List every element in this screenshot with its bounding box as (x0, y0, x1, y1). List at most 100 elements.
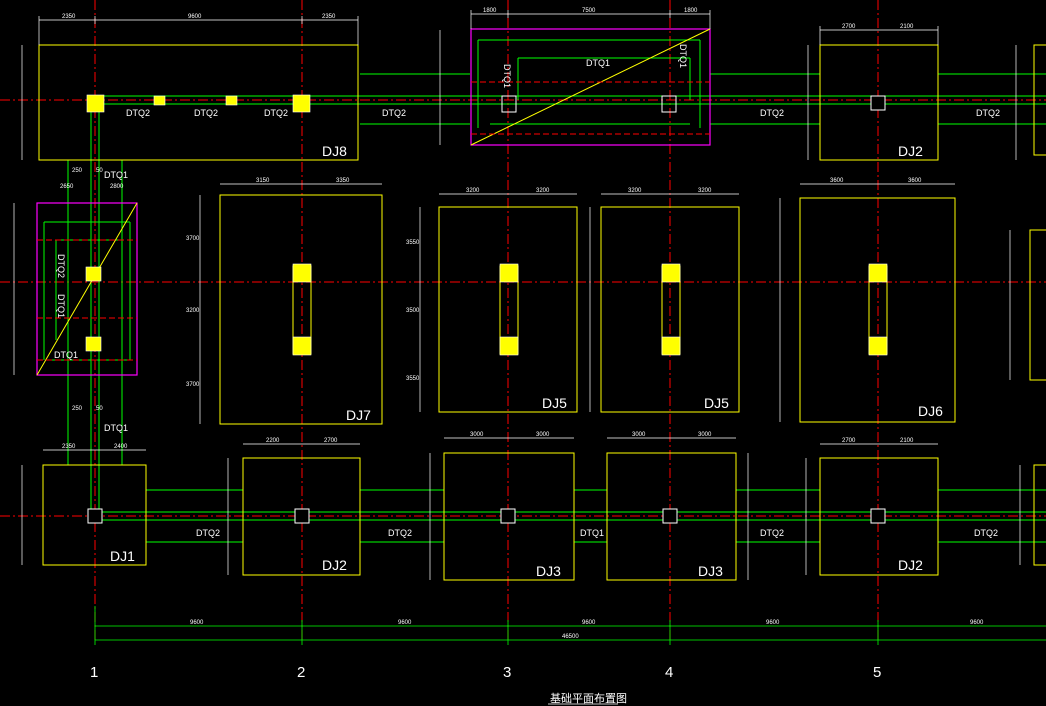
tag-dj7: DJ7 (346, 407, 371, 423)
footing-dj1 (42, 464, 147, 566)
footing-dj5-a (438, 206, 578, 413)
axis-number-2: 2 (297, 664, 305, 681)
mid-height-dimensions: 3700 3200 3700 3550 3500 3550 (186, 236, 420, 388)
axis-number-4: 4 (665, 664, 673, 681)
dim-left-5: 50 (96, 406, 103, 412)
dim-span-2: 9600 (582, 620, 596, 626)
beam-top-b: DTQ2 (194, 108, 218, 118)
dim-bot-3: 2700 (324, 438, 338, 444)
axis-span-dimensions: 9600 9600 9600 9600 9600 46500 (190, 620, 984, 640)
top-dimensions: 2350 9600 2350 1800 7500 1800 2700 2100 (62, 8, 914, 30)
tag-dj1: DJ1 (110, 548, 135, 564)
beam-left-2: DTQ2 (56, 254, 66, 278)
dim-left-0: 2650 (60, 184, 74, 190)
tag-dj2-b2: DJ2 (898, 557, 923, 573)
footing-dj8 (38, 44, 359, 161)
tag-dj6: DJ6 (918, 403, 943, 419)
dim-midh-5: 3550 (406, 376, 420, 382)
tag-dj3-a: DJ3 (536, 563, 561, 579)
beam-lines (43, 39, 1046, 543)
column-1-c (225, 95, 238, 106)
dim-top-3: 1800 (483, 8, 497, 14)
footings (38, 44, 1046, 581)
dim-midh-1: 3200 (186, 308, 200, 314)
dim-bot-7: 3000 (698, 432, 712, 438)
beam-bot-5: DTQ2 (974, 528, 998, 538)
axis-numbers: 1 2 3 4 5 (90, 664, 881, 681)
tag-dj2-b1: DJ2 (322, 557, 347, 573)
dim-left-4: 250 (72, 406, 83, 412)
dim-span-4: 9600 (970, 620, 984, 626)
footing-dj3-b (606, 452, 737, 581)
drawing-title: 基础平面布置图 (550, 692, 627, 705)
tag-dj5-a: DJ5 (542, 395, 567, 411)
dim-bot-2: 2200 (266, 438, 280, 444)
dim-midh-0: 3700 (186, 236, 200, 242)
footing-dj5-b (600, 206, 740, 413)
beam-left-4: DTQ1 (54, 350, 78, 360)
beam-tags: DTQ2 DTQ2 DTQ2 DTQ2 DTQ2 DTQ2 DTQ1 DTQ1 … (54, 44, 1000, 538)
dim-mid-1: 3350 (336, 178, 350, 184)
tag-dj5-b: DJ5 (704, 395, 729, 411)
dimension-lines (13, 10, 1021, 580)
beam-top-c: DTQ2 (264, 108, 288, 118)
beam-top-a: DTQ2 (126, 108, 150, 118)
column-2-a (292, 94, 311, 113)
dim-mid-6: 3600 (830, 178, 844, 184)
dim-bot-1: 2400 (114, 444, 128, 450)
bottom-footing-dimensions: 2350 2400 2200 2700 3000 3000 3000 3000 … (62, 432, 914, 450)
columns (85, 94, 888, 356)
beam-bot-3: DTQ1 (580, 528, 604, 538)
column-1-a (86, 94, 105, 113)
beam-bot-1: DTQ2 (196, 528, 220, 538)
footing-dj3-a (443, 452, 575, 581)
dim-span-0: 9600 (190, 620, 204, 626)
mid-dimensions: 3150 3350 3200 3200 3200 3200 3600 3600 (256, 178, 922, 194)
dim-mid-7: 3600 (908, 178, 922, 184)
dim-top-1: 9600 (188, 14, 202, 20)
dim-mid-2: 3200 (466, 188, 480, 194)
column-squares (87, 95, 886, 524)
dim-top-5: 1800 (684, 8, 698, 14)
dim-span-3: 9600 (766, 620, 780, 626)
beam-left-5: DTQ1 (104, 423, 128, 433)
tag-dj2-top: DJ2 (898, 143, 923, 159)
beam-top-f: DTQ2 (976, 108, 1000, 118)
beam-bot-4: DTQ2 (760, 528, 784, 538)
dim-midh-2: 3700 (186, 382, 200, 388)
dim-top-7: 2100 (900, 24, 914, 30)
footing-dj2-top (819, 44, 939, 161)
beam-top-d: DTQ2 (382, 108, 406, 118)
dim-midh-4: 3500 (406, 308, 420, 314)
dim-left-1: 2800 (110, 184, 124, 190)
dim-mid-3: 3200 (536, 188, 550, 194)
footing-dj6 (799, 197, 956, 423)
dim-left-3: 50 (96, 168, 103, 174)
pile-caps (36, 28, 711, 376)
footing-dj2-b1 (242, 457, 361, 576)
beam-bot-2: DTQ2 (388, 528, 412, 538)
dim-bot-6: 3000 (632, 432, 646, 438)
footing-dj2-b2 (819, 457, 939, 576)
axis-number-5: 5 (873, 664, 881, 681)
dim-span-1: 9600 (398, 620, 412, 626)
dim-mid-5: 3200 (698, 188, 712, 194)
dim-top-0: 2350 (62, 14, 76, 20)
beam-cap-top-3: DTQ1 (678, 44, 688, 68)
cap-hatch (37, 81, 710, 361)
beam-cap-top-1: DTQ1 (586, 58, 610, 68)
axis-number-1: 1 (90, 664, 98, 681)
column-1-b (153, 95, 166, 106)
dim-left-2: 250 (72, 168, 83, 174)
dim-top-2: 2350 (322, 14, 336, 20)
dim-mid-4: 3200 (628, 188, 642, 194)
beam-left-3: DTQ1 (56, 294, 66, 318)
foundation-tags: DJ8 DJ2 DJ7 DJ5 DJ5 DJ6 DJ1 DJ2 DJ3 DJ3 … (110, 143, 943, 579)
dim-bot-4: 3000 (470, 432, 484, 438)
tag-dj8: DJ8 (322, 143, 347, 159)
dim-mid-0: 3150 (256, 178, 270, 184)
beam-left-1: DTQ1 (104, 170, 128, 180)
left-cap-dimensions: 2650 2800 250 50 250 50 (60, 168, 124, 412)
axis-number-3: 3 (503, 664, 511, 681)
